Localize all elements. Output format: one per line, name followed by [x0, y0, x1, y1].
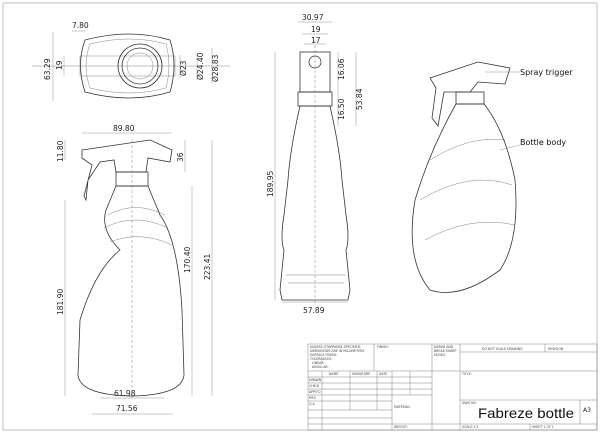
side-view: 30.97 19 17 16.06 53.84 16.50 189.95 57.… — [266, 13, 364, 315]
dim-57-89: 57.89 — [303, 306, 325, 315]
dim-7-80: 7.80 — [72, 21, 89, 30]
title-label: TITLE: — [461, 372, 472, 376]
dim-dia-23: Ø23 — [179, 60, 188, 76]
row-mfg: MFG — [309, 396, 317, 400]
col-signature: SIGNATURE — [352, 372, 370, 376]
note-unless: UNLESS OTHERWISE SPECIFIED: — [310, 345, 361, 349]
do-not-scale: DO NOT SCALE DRAWING — [482, 347, 523, 351]
dim-61-98: 61.98 — [114, 389, 136, 398]
note-angular: ANGULAR: — [312, 365, 329, 369]
drawing-title: Fabreze bottle — [478, 405, 574, 421]
note-linear: LINEAR: — [312, 361, 325, 365]
dim-223-41: 223.41 — [203, 254, 212, 280]
col-name: NAME — [329, 372, 338, 376]
top-view: 7.80 63.29 19 Ø23 Ø24.40 Ø28.83 — [32, 21, 230, 101]
title-block: UNLESS OTHERWISE SPECIFIED: DIMENSIONS A… — [307, 343, 598, 431]
dim-16-06: 16.06 — [337, 58, 346, 80]
dim-dia-24-40: Ø24.40 — [196, 52, 205, 80]
dim-30-97: 30.97 — [302, 13, 324, 22]
dim-dia-28-83: Ø28.83 — [211, 54, 220, 82]
note-surface: SURFACE FINISH: — [310, 353, 337, 357]
dwg-no-label: DWG NO. — [462, 401, 477, 405]
material-label: MATERIAL: — [394, 405, 411, 409]
finish-label: FINISH: — [377, 345, 389, 349]
dim-71-56: 71.56 — [116, 404, 138, 413]
row-appvd: APPV'D — [309, 390, 321, 394]
front-view: 89.80 11.80 36 181.90 170.40 223.41 61.9… — [56, 124, 213, 415]
note-tolerances: TOLERANCES: — [309, 357, 332, 361]
col-date: DATE — [379, 372, 387, 376]
dim-63-29: 63.29 — [43, 58, 52, 80]
sheet-label: SHEET 1 OF 1 — [532, 425, 554, 429]
dim-181-90: 181.90 — [56, 289, 65, 315]
label-spray-trigger: Spray trigger — [520, 68, 573, 77]
weight-label: WEIGHT: — [394, 425, 408, 429]
dim-19: 19 — [55, 60, 64, 70]
label-bottle-body: Bottle body — [520, 138, 566, 147]
sheet-size: A3 — [583, 407, 591, 414]
row-chkd: CHK'D — [309, 384, 320, 388]
debur-3: EDGES — [434, 353, 445, 357]
note-dimensions: DIMENSIONS ARE IN MILLIMETERS — [310, 349, 364, 353]
iso-view: Spray trigger Bottle body — [411, 61, 573, 293]
debur-2: BREAK SHARP — [434, 349, 457, 353]
row-drawn: DRAWN — [309, 378, 322, 382]
debur-1: DEBUR AND — [434, 345, 454, 349]
dim-17: 17 — [311, 36, 321, 45]
row-qa: Q.A — [309, 402, 316, 406]
dim-189-95: 189.95 — [266, 171, 275, 197]
revision-label: REVISION — [548, 347, 564, 351]
dim-11-80: 11.80 — [56, 140, 65, 162]
dim-89-80: 89.80 — [113, 124, 135, 133]
dim-53-84: 53.84 — [355, 88, 364, 110]
dim-36: 36 — [176, 152, 185, 162]
scale-label: SCALE:1:2 — [462, 425, 478, 429]
dim-16-50: 16.50 — [337, 98, 346, 120]
dim-19-side: 19 — [311, 25, 321, 34]
dim-170-40: 170.40 — [183, 247, 192, 273]
